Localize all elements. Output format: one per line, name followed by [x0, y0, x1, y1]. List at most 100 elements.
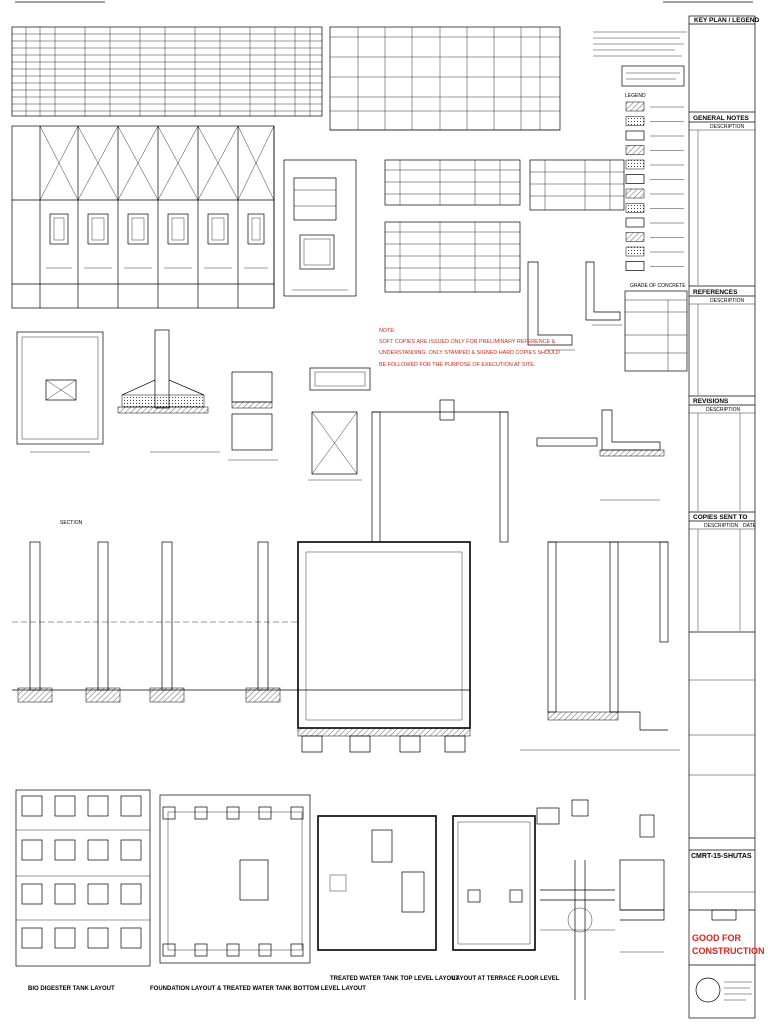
- footing-section-box: [49, 213, 69, 245]
- footing-pad: [258, 943, 272, 957]
- section-cell-cross: [117, 125, 159, 201]
- project-code: CMRT-15-SHUTAS: [691, 853, 752, 860]
- pile-cap: [54, 927, 76, 949]
- legend-swatch: [625, 145, 645, 155]
- construction-stamp-line-1: GOOD FOR: [692, 933, 741, 943]
- general-notes-header: GENERAL NOTES: [693, 115, 750, 122]
- column-junction-detail: [540, 860, 615, 1000]
- drawing-title: KEY PLAN / LEGEND: [694, 17, 760, 24]
- copies-header: COPIES SENT TO: [693, 514, 747, 521]
- typical-column-detail: [283, 159, 357, 297]
- footing-section-box: [247, 213, 265, 245]
- footing-pad: [194, 943, 208, 957]
- pile-cap: [21, 883, 43, 905]
- section-cell-cross: [77, 125, 119, 201]
- pile-cap: [54, 883, 76, 905]
- pile-cap: [21, 927, 43, 949]
- construction-stamp: GOOD FOR CONSTRUCTION: [692, 933, 765, 956]
- footing-section-box: [127, 213, 149, 245]
- typical-footing-section: [117, 329, 220, 453]
- grade-of-concrete-table: [624, 290, 688, 372]
- section-cell-cross: [157, 125, 199, 201]
- legend-swatch: [625, 116, 645, 126]
- pit-plan-detail: [16, 331, 104, 453]
- section-cell-cross: [39, 125, 79, 201]
- pile-cap: [120, 883, 142, 905]
- legend-swatch: [625, 232, 645, 242]
- footing-section-box: [167, 213, 189, 245]
- footing-pad: [162, 943, 176, 957]
- sump-pit: [239, 859, 269, 901]
- title-block: [688, 15, 756, 1019]
- beam-slab-schedules: [384, 159, 625, 293]
- footing-section-inner: [131, 217, 145, 241]
- legend-swatch: [625, 159, 645, 170]
- wall-corner-details: [527, 261, 622, 351]
- revisions-description-col: DESCRIPTION: [706, 407, 741, 413]
- pile-cap: [87, 927, 109, 949]
- treated-top-caption: TREATED WATER TANK TOP LEVEL LAYOUT: [330, 976, 459, 982]
- construction-stamp-line-2: CONSTRUCTION: [692, 946, 765, 956]
- footing-pad: [290, 943, 304, 957]
- notes-description-col: DESCRIPTION: [710, 124, 745, 130]
- note-label: NOTE:: [379, 328, 395, 334]
- footing-section-inner: [53, 217, 65, 241]
- terrace-caption: LAYOUT AT TERRACE FLOOR LEVEL: [452, 976, 560, 982]
- pile-cap: [120, 795, 142, 817]
- pile-cap: [87, 795, 109, 817]
- footing-pad: [226, 943, 240, 957]
- legend-header: LEGEND: [625, 93, 646, 99]
- footing-pad: [290, 806, 304, 820]
- footing-section-inner: [171, 217, 185, 241]
- sump-section-detail: [308, 367, 371, 481]
- pile-cap: [120, 927, 142, 949]
- column-schedule-table: [329, 26, 561, 131]
- footing-pad: [194, 806, 208, 820]
- footing-schedule-table: [11, 26, 323, 117]
- footing-sections-panel: [11, 125, 275, 309]
- legend-swatch: [625, 174, 645, 184]
- misc-details-right: [536, 799, 665, 953]
- note-line-1: SOFT COPIES ARE ISSUED ONLY FOR PRELIMIN…: [379, 339, 556, 345]
- section-caption: SECTION: [60, 520, 83, 526]
- copies-date-col: DATE: [743, 523, 757, 529]
- footing-section-box: [87, 213, 109, 245]
- pile-cap: [21, 795, 43, 817]
- general-text-block: [593, 31, 687, 87]
- footing-pad: [226, 806, 240, 820]
- foundation-caption: FOUNDATION LAYOUT & TREATED WATER TANK B…: [150, 986, 366, 992]
- pile-cap: [54, 839, 76, 861]
- grade-beam-detail: [228, 371, 278, 461]
- foundation-layout: [159, 794, 311, 964]
- legend-swatch: [625, 130, 645, 141]
- pile-cap: [54, 795, 76, 817]
- revisions-header: REVISIONS: [693, 398, 729, 405]
- grade-header: GRADE OF CONCRETE: [630, 283, 686, 289]
- upstand-beam-details: [439, 399, 665, 501]
- footing-pad: [162, 806, 176, 820]
- pile-cap: [87, 839, 109, 861]
- section-cell-cross: [237, 125, 275, 201]
- bio-digester-layout: [15, 789, 151, 967]
- legend-swatch: [625, 246, 645, 257]
- note-line-3: BE FOLLOWED FOR THE PURPOSE OF EXECUTION…: [379, 362, 535, 368]
- treated-top-layout: [317, 815, 437, 951]
- preliminary-note: NOTE: SOFT COPIES ARE ISSUED ONLY FOR PR…: [379, 328, 560, 368]
- bio-digester-caption: BIO DIGESTER TANK LAYOUT: [28, 986, 115, 992]
- references-header: REFERENCES: [693, 289, 738, 296]
- pile-cap: [87, 883, 109, 905]
- legend-swatch: [625, 217, 645, 228]
- footing-section-box: [207, 213, 229, 245]
- footing-section-inner: [91, 217, 105, 241]
- references-description-col: DESCRIPTION: [710, 298, 745, 304]
- legend-swatch: [625, 261, 645, 271]
- note-line-2: UNDERSTANDING. ONLY STAMPED & SIGNED HAR…: [379, 350, 560, 356]
- terrace-layout: [452, 815, 536, 951]
- legend-swatch: [625, 203, 645, 213]
- legend-swatch: [625, 188, 645, 199]
- long-section-drawing: [12, 411, 680, 753]
- copies-description-col: DESCRIPTION: [704, 523, 739, 529]
- pile-cap: [21, 839, 43, 861]
- section-cell-cross: [197, 125, 239, 201]
